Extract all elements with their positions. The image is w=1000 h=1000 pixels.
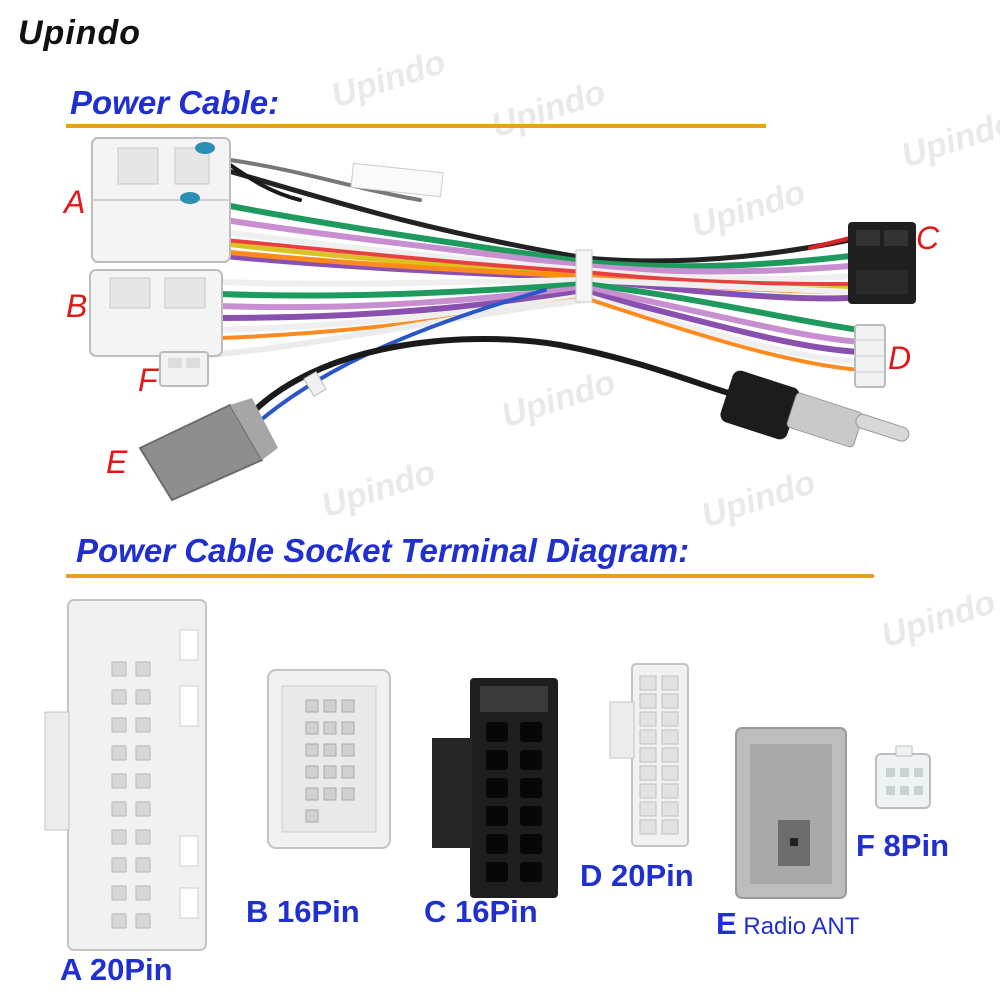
socket-f-diagram: [875, 745, 931, 809]
title-underline: [66, 124, 766, 128]
socket-b-diagram: [267, 669, 391, 849]
connector-a: [91, 137, 231, 263]
connector-label-d: D: [888, 340, 912, 376]
connector-label-f: F: [138, 362, 158, 398]
connector-label-c: C: [916, 220, 940, 256]
socket-label-e-text: Radio ANT: [736, 913, 860, 940]
brand-logo: Upindo: [18, 14, 142, 52]
socket-label-d: D 20Pin: [580, 858, 694, 893]
connector-label-a: A: [64, 184, 86, 220]
cable-tie: [303, 371, 327, 397]
title-underline: [66, 574, 874, 578]
diagram-title: Power Cable Socket Terminal Diagram:: [76, 532, 690, 569]
socket-d-diagram: [609, 663, 689, 847]
socket-label-c: C 16Pin: [424, 894, 538, 929]
socket-c-diagram: [432, 678, 558, 898]
socket-label-e-letter: E: [716, 906, 737, 941]
power-cable-title: Power Cable:: [70, 84, 280, 121]
connector-d: [854, 324, 886, 388]
connector-tab: [180, 192, 200, 204]
socket-label-e: E Radio ANT: [716, 906, 859, 942]
socket-a-diagram: [44, 599, 207, 951]
socket-label-f: F 8Pin: [856, 828, 950, 863]
socket-label-b: B 16Pin: [246, 894, 360, 929]
wire-label-tag: [350, 162, 444, 198]
connector-b: [89, 269, 223, 357]
connector-tab: [195, 142, 215, 154]
connector-c: [848, 222, 916, 304]
connector-label-b: B: [66, 288, 88, 324]
cable-tie: [575, 249, 593, 303]
connector-label-e: E: [106, 444, 128, 480]
antenna-plug: [720, 370, 910, 448]
socket-label-a: A 20Pin: [60, 952, 173, 987]
connector-f: [159, 351, 209, 387]
connector-e: [138, 398, 278, 502]
socket-e-diagram: [735, 727, 847, 899]
